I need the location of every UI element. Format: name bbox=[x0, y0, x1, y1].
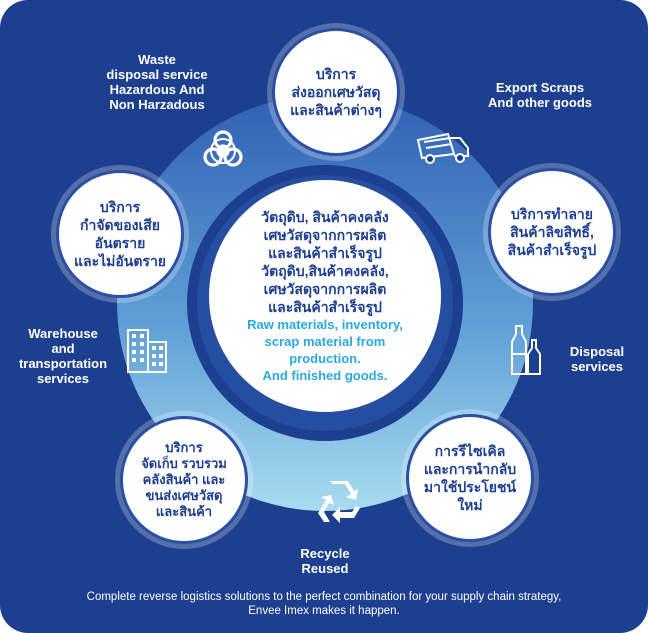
node-waste-text: บริการ กำจัดของเสีย อันตราย และไม่อันตรา… bbox=[73, 199, 167, 269]
label-warehouse: Warehouse and transportation services bbox=[18, 326, 108, 386]
label-export-scraps: Export Scraps And other goods bbox=[488, 80, 592, 110]
node-storage-service: บริการ จัดเก็บ รวบรวม คลังสินค้า และ ขนส… bbox=[120, 416, 248, 544]
center-english-text: Raw materials, inventory, scrap material… bbox=[247, 317, 403, 383]
node-destruction-text: บริการทำลาย สินค้าลิขสิทธิ์, สินค้าสำเร็… bbox=[507, 206, 597, 258]
label-waste-disposal: Waste disposal service Hazardous And Non… bbox=[106, 52, 208, 112]
bottles-icon bbox=[511, 325, 541, 375]
footer-text: Complete reverse logistics solutions to … bbox=[86, 591, 562, 617]
node-recycling-service: การรีไซเคิล และการนำกลับ มาใช้ประโยชน์ ใ… bbox=[406, 414, 534, 542]
node-recycling-text: การรีไซเคิล และการนำกลับ มาใช้ประโยชน์ ใ… bbox=[423, 443, 517, 513]
recycle-icon bbox=[318, 481, 360, 523]
building-icon bbox=[127, 329, 167, 373]
label-recycle: Recycle Reused bbox=[300, 546, 350, 576]
center-thai-text: วัตถุดิบ, สินค้าคงคลัง เศษวัสดุจากการผลิ… bbox=[261, 209, 389, 315]
node-storage-text: บริการ จัดเก็บ รวบรวม คลังสินค้า และ ขนส… bbox=[141, 440, 227, 519]
truck-icon bbox=[416, 132, 469, 164]
node-waste-service: บริการ กำจัดของเสีย อันตราย และไม่อันตรา… bbox=[56, 170, 184, 298]
node-destruction-service: บริการทำลาย สินค้าลิขสิทธิ์, สินค้าสำเร็… bbox=[488, 168, 616, 296]
node-export-text: บริการ ส่งออกเศษวัสดุ และสินค้าต่างๆ bbox=[290, 66, 382, 118]
biohazard-icon bbox=[203, 130, 243, 167]
center-circle: วัตถุดิบ, สินค้าคงคลัง เศษวัสดุจากการผลิ… bbox=[209, 180, 441, 412]
label-disposal: Disposal services bbox=[569, 344, 625, 374]
node-export-service: บริการ ส่งออกเศษวัสดุ และสินค้าต่างๆ bbox=[272, 28, 400, 156]
